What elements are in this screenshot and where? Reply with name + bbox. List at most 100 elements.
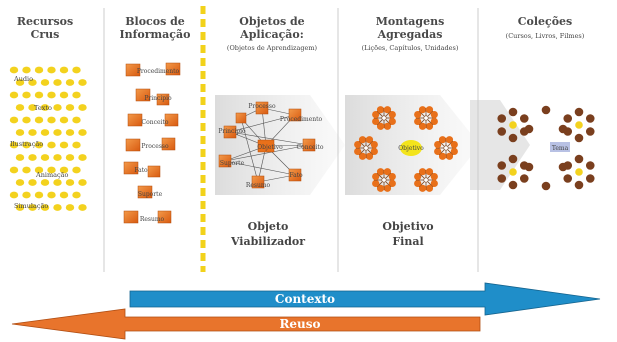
- collection-dot: [508, 133, 518, 143]
- network-link: [229, 114, 296, 133]
- network-center: Objetivo: [257, 139, 283, 153]
- wheel-segment: [383, 184, 392, 192]
- yellow-dot: [9, 141, 19, 149]
- svg-text:Final: Final: [392, 235, 423, 248]
- yellow-dot: [40, 204, 50, 211]
- collection-center: Tema: [550, 142, 570, 152]
- wheel-segment: [425, 184, 434, 192]
- yellow-dot: [28, 79, 37, 86]
- yellow-dot: [40, 79, 50, 86]
- wheel-segment: [372, 110, 380, 119]
- raw-resource-dots: [9, 66, 87, 211]
- yellow-dot: [65, 204, 75, 211]
- yellow-dot: [15, 129, 25, 136]
- yellow-dot: [59, 66, 69, 74]
- yellow-dot: [47, 91, 56, 99]
- wheel-segment: [434, 140, 442, 149]
- wheel-segment: [418, 184, 427, 192]
- svg-text:Objetos de: Objetos de: [239, 15, 304, 28]
- collection-dot: [585, 127, 595, 136]
- collection-core: [575, 121, 583, 129]
- yellow-dot: [34, 141, 44, 149]
- collection-core: [575, 168, 583, 176]
- yellow-dot: [47, 66, 56, 74]
- svg-text:Resumo: Resumo: [140, 216, 165, 223]
- svg-text:Contexto: Contexto: [275, 292, 335, 306]
- column-header-blocos: Blocos de Informação: [120, 15, 191, 41]
- wheel-segment: [358, 152, 367, 160]
- yellow-dot: [22, 91, 31, 99]
- svg-text:Fato: Fato: [134, 167, 148, 174]
- wheel-segment: [430, 172, 438, 181]
- svg-text:Procedimento: Procedimento: [137, 68, 180, 75]
- wheel-segment: [358, 136, 367, 144]
- svg-text:Processo: Processo: [141, 143, 169, 150]
- collection-ring: [497, 154, 529, 190]
- yellow-dot: [72, 91, 81, 99]
- wheel-segment: [445, 136, 454, 144]
- column-header-recursos: Recursos Crus: [17, 15, 73, 41]
- yellow-dot: [22, 166, 31, 174]
- wheel-segment: [425, 106, 434, 114]
- wheel-segment: [383, 168, 392, 176]
- svg-text:(Lições, Capítulos, Unidades): (Lições, Capítulos, Unidades): [362, 44, 459, 52]
- yellow-dot: [28, 154, 37, 161]
- collection-dot: [558, 162, 568, 172]
- column-header-montagens: Montagens Agregadas (Lições, Capítulos, …: [362, 15, 459, 52]
- yellow-dot: [59, 141, 69, 149]
- wheel-segment: [418, 168, 427, 176]
- collection-dot: [574, 154, 584, 164]
- network-link: [229, 131, 310, 146]
- yellow-dot: [65, 104, 75, 111]
- yellow-dot: [59, 166, 69, 174]
- yellow-dot: [78, 179, 87, 186]
- collection-dot: [519, 114, 529, 123]
- raw-resource-label: Texto: [34, 104, 52, 112]
- collection-dot: [585, 174, 595, 183]
- yellow-dot: [59, 191, 69, 199]
- info-block: Suporte: [137, 185, 163, 199]
- wheel-segment: [450, 147, 458, 156]
- wheel-hub: [363, 145, 369, 151]
- collection-dot: [563, 114, 573, 123]
- wheel-hub: [381, 177, 387, 183]
- yellow-dot: [15, 179, 25, 186]
- collection-dot: [508, 180, 518, 190]
- aggregate-wheel: [354, 136, 378, 160]
- yellow-dot: [65, 79, 75, 86]
- yellow-dot: [65, 129, 75, 136]
- wheel-segment: [365, 152, 374, 160]
- yellow-dot: [9, 91, 19, 99]
- svg-text:Agregadas: Agregadas: [377, 28, 443, 41]
- wheel-segment: [383, 106, 392, 114]
- yellow-dot: [9, 116, 19, 124]
- yellow-dot: [65, 179, 75, 186]
- yellow-dot: [53, 179, 62, 186]
- wheel-segment: [418, 122, 427, 130]
- collection-dot: [524, 162, 534, 172]
- wheel-segment: [370, 140, 378, 149]
- network-link: [261, 107, 267, 147]
- wheel-segment: [434, 147, 442, 156]
- wheel-segment: [383, 122, 392, 130]
- column-header-objetos: Objetos de Aplicação: (Objetos de Aprend…: [227, 15, 318, 52]
- yellow-dot: [72, 116, 81, 124]
- object-network: Processo Procedimento Princípio Conceito…: [218, 101, 324, 189]
- yellow-dot: [40, 154, 50, 161]
- info-block: Principio: [135, 88, 172, 106]
- svg-text:Suporte: Suporte: [220, 160, 245, 167]
- svg-text:Processo: Processo: [248, 103, 276, 110]
- aggregate-wheel: [434, 136, 458, 160]
- info-block: Conceito: [127, 113, 179, 127]
- wheel-segment: [450, 140, 458, 149]
- yellow-dot: [34, 191, 44, 199]
- yellow-dot: [72, 66, 81, 74]
- info-block: Processo: [125, 137, 176, 152]
- yellow-dot: [53, 154, 62, 161]
- svg-text:Montagens: Montagens: [376, 15, 445, 28]
- svg-text:Viabilizador: Viabilizador: [230, 235, 305, 248]
- yellow-dot: [53, 204, 62, 211]
- yellow-dot: [9, 66, 19, 74]
- raw-resource-label: Animação: [35, 171, 69, 179]
- yellow-dot: [40, 129, 50, 136]
